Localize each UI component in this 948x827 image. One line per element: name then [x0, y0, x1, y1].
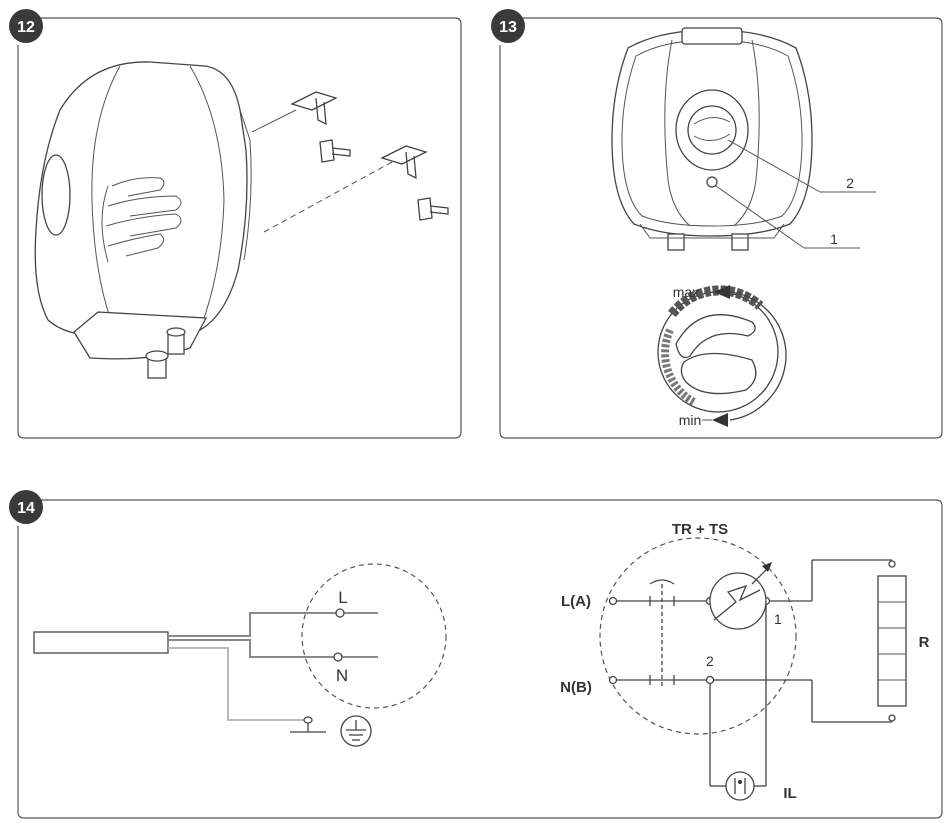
pipe-inlet-top — [145, 350, 169, 362]
front-pipe-right — [731, 233, 749, 251]
heater-bottom-plate — [73, 311, 208, 360]
label-R: R — [919, 634, 930, 651]
hand-finger-4 — [107, 233, 164, 257]
heater-front-groove-right — [733, 39, 760, 227]
terminal-L-point — [335, 608, 345, 618]
hook-screw-top — [319, 139, 351, 163]
node-NB — [608, 675, 618, 685]
node-2-label: 2 — [706, 653, 714, 669]
panel-13: 13 2 1 — [491, 9, 943, 439]
wire-neutral — [168, 639, 338, 658]
callout-1-leader — [715, 185, 805, 249]
heater-back-edge — [189, 65, 225, 331]
panel-14: 14 L N TR + TS L(A) N(B) — [9, 490, 943, 819]
knob-detail-grip-top — [675, 314, 756, 359]
panel-14-number: 14 — [17, 500, 35, 517]
hook-screw-bottom — [417, 197, 449, 221]
thermostat-symbol — [709, 562, 772, 630]
label-min: min — [679, 412, 702, 428]
r-terminal-top — [888, 560, 896, 568]
terminal-block-boundary — [301, 563, 447, 709]
lamp-dot — [738, 780, 742, 784]
panel-13-frame — [499, 17, 943, 439]
heater-side-illustration — [34, 61, 252, 379]
heater-top-cap — [681, 27, 743, 45]
thermostat-knob — [687, 105, 737, 155]
wire-live — [168, 612, 340, 637]
heater-wall-edge — [239, 109, 252, 261]
hand-finger-2 — [107, 195, 182, 217]
indicator-lamp — [706, 176, 718, 188]
node-2 — [705, 675, 715, 685]
arrow-min — [712, 413, 728, 427]
callout-2-label: 2 — [846, 175, 854, 191]
knob-detail — [657, 285, 787, 427]
ground-symbol-circle — [340, 715, 372, 747]
panel-12: 12 — [9, 9, 462, 439]
thermostat-circle — [709, 572, 767, 630]
heater-front-edge — [91, 65, 121, 335]
label-max: max — [673, 284, 699, 300]
knob-rotation-arc-bottom — [729, 399, 769, 421]
front-pipe-left — [667, 233, 685, 251]
panel-12-badge — [9, 9, 43, 43]
hand-finger-1 — [111, 177, 165, 197]
power-cable-jacket — [33, 631, 169, 654]
pipe-outlet-top — [166, 327, 186, 337]
hand-palm — [101, 185, 109, 263]
label-NB: N(B) — [560, 679, 592, 696]
panel-12-number: 12 — [17, 19, 35, 36]
earth-terminal — [303, 716, 313, 724]
label-IL: IL — [783, 785, 796, 802]
terminal-L-label: L — [338, 588, 347, 607]
heater-body-outline — [34, 61, 248, 337]
callout-1-label: 1 — [830, 231, 838, 247]
panel-14-frame — [17, 499, 943, 819]
arrow-max — [714, 285, 730, 299]
heating-element — [877, 575, 907, 707]
thermostat-contact — [713, 584, 761, 621]
heater-front-illustration — [611, 27, 813, 251]
callout-2-leader — [727, 139, 821, 193]
thermostat-knob-grip — [693, 117, 731, 141]
wire-earth — [168, 647, 308, 721]
panel-13-badge — [491, 9, 525, 43]
knob-detail-grip-bottom — [680, 352, 757, 395]
knob-scale-top — [668, 285, 764, 318]
panel-12-frame — [17, 17, 462, 439]
panel-13-number: 13 — [499, 19, 517, 36]
heater-front-groove-left — [664, 39, 691, 227]
label-LA: L(A) — [561, 593, 591, 610]
knob-rotation-arc-top — [729, 291, 787, 401]
heater-front-inner — [621, 39, 803, 227]
terminal-N-point — [333, 652, 343, 662]
heater-bottom-rim — [639, 223, 785, 239]
mount-guide-solid — [251, 109, 297, 133]
ground-symbol-icon — [340, 715, 372, 747]
panel-14-badge — [9, 490, 43, 524]
node-1-label: 1 — [774, 611, 782, 627]
knob-scale-left — [661, 328, 697, 406]
schematic-boundary — [599, 537, 797, 735]
mount-guide-dashed — [263, 161, 393, 233]
heater-side-window — [41, 154, 71, 236]
terminal-N-label: N — [336, 666, 348, 685]
indicator-lamp-symbol — [725, 771, 755, 801]
schematic-title: TR + TS — [672, 521, 728, 538]
bracket-bottom — [380, 145, 428, 180]
node-LA — [608, 596, 618, 606]
hand-finger-3 — [105, 213, 182, 237]
thermostat-arrow-head — [762, 562, 772, 572]
switch-lever — [649, 579, 675, 585]
bracket-top — [290, 91, 338, 126]
r-terminal-bottom — [888, 714, 896, 722]
